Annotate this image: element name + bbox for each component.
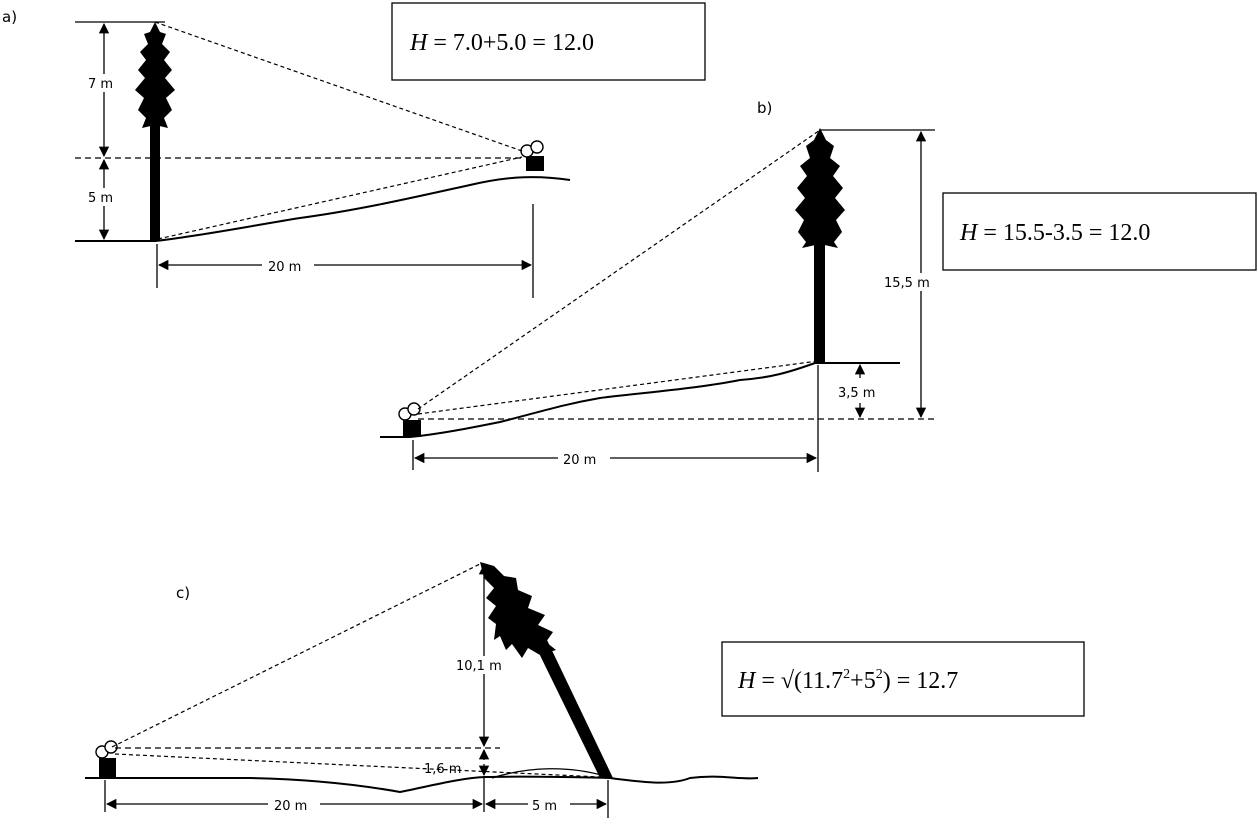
panel-c-instrument-icon — [95, 740, 118, 777]
panel-b: b) 15,5 m 3,5 m 20 m — [380, 99, 1257, 472]
panel-c-label: c) — [176, 584, 190, 602]
panel-a-upper-label: 7 m — [88, 77, 113, 92]
panel-a-lower-label: 5 m — [88, 191, 113, 206]
panel-c-distance-label: 20 m — [274, 799, 307, 814]
panel-b-base-label: 3,5 m — [838, 386, 875, 401]
panel-c-formula: H = √(11.72+52) = 12.7 — [737, 667, 958, 694]
panel-b-formula-box — [942, 192, 1257, 271]
panel-b-ground — [380, 362, 900, 438]
panel-c-tree — [480, 562, 613, 778]
panel-c-sight-line-top — [111, 562, 483, 748]
panel-c-sight-line-base — [114, 753, 601, 778]
panel-a-ground — [75, 176, 571, 242]
panel-a-sight-line-base — [157, 156, 523, 240]
panel-a: a) 7 m 5 m 20 m H = 7. — [2, 2, 706, 298]
panel-a-sight-line-top — [154, 21, 523, 152]
panel-b-formula: H = 15.5-3.5 = 12.0 — [959, 220, 1150, 246]
panel-b-total-label: 15,5 m — [884, 276, 930, 291]
panel-a-distance-label: 20 m — [268, 260, 301, 275]
panel-b-distance-label: 20 m — [563, 453, 596, 468]
panel-b-label: b) — [757, 99, 772, 117]
panel-b-tree — [795, 128, 845, 363]
panel-b-instrument-icon — [398, 402, 421, 437]
panel-a-instrument-icon — [520, 140, 544, 171]
panel-b-sight-line-top — [417, 129, 821, 410]
panel-c-lean-label: 5 m — [532, 799, 557, 814]
panel-b-sight-line-base — [417, 360, 819, 415]
panel-a-tree — [135, 22, 175, 241]
panel-a-formula: H = 7.0+5.0 = 12.0 — [409, 30, 594, 56]
panel-c-upper-label: 10,1 m — [456, 659, 502, 674]
panel-c-lower-label: 1,6 m — [424, 762, 461, 777]
panel-c-root-mound — [491, 768, 606, 779]
panel-c-formula-box — [721, 641, 1085, 717]
panel-c: c) 10,1 m 1,6 m 20 m — [85, 562, 1085, 818]
panel-c-ground — [85, 775, 759, 794]
panel-a-label: a) — [2, 8, 17, 26]
panel-a-formula-box — [391, 2, 706, 81]
